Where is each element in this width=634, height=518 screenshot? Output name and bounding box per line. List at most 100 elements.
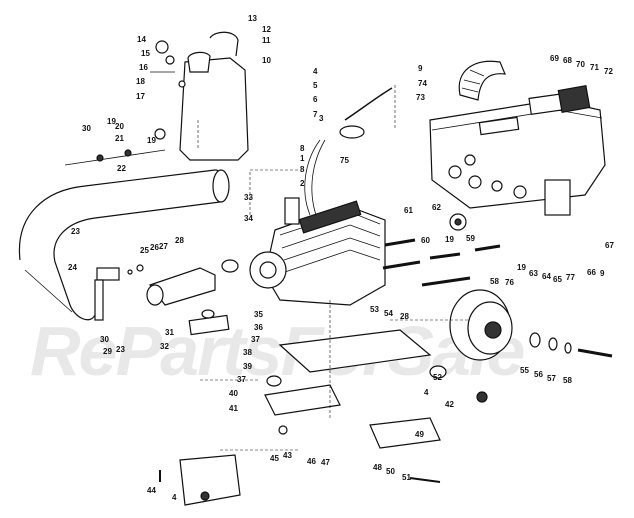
callout-29: 29 (103, 347, 112, 356)
callout-23: 23 (71, 227, 80, 236)
callout-56: 56 (534, 370, 543, 379)
callout-27: 27 (159, 242, 168, 251)
callout-63: 63 (529, 269, 538, 278)
callout-19: 19 (107, 117, 116, 126)
callout-14: 14 (137, 35, 146, 44)
callout-73: 73 (416, 93, 425, 102)
callout-10: 10 (262, 56, 271, 65)
callout-53: 53 (370, 305, 379, 314)
callout-67: 67 (605, 241, 614, 250)
air-box (429, 85, 606, 216)
callout-4: 4 (424, 388, 429, 397)
callout-68: 68 (563, 56, 572, 65)
callout-6: 6 (313, 95, 318, 104)
exhaust-pipe (18, 169, 230, 321)
callout-30: 30 (100, 335, 109, 344)
callout-77: 77 (566, 273, 575, 282)
callout-60: 60 (421, 236, 430, 245)
callout-62: 62 (432, 203, 441, 212)
callout-8: 8 (300, 144, 305, 153)
callout-4: 4 (172, 493, 177, 502)
callout-41: 41 (229, 404, 238, 413)
callout-61: 61 (404, 206, 413, 215)
callout-65: 65 (553, 275, 562, 284)
exhaust-manifold (127, 259, 239, 306)
callout-45: 45 (270, 454, 279, 463)
callout-25: 25 (140, 246, 149, 255)
callout-76: 76 (505, 278, 514, 287)
callout-13: 13 (248, 14, 257, 23)
callout-39: 39 (243, 362, 252, 371)
callout-70: 70 (576, 60, 585, 69)
callout-26: 26 (150, 243, 159, 252)
callout-69: 69 (550, 54, 559, 63)
callout-66: 66 (587, 268, 596, 277)
callout-72: 72 (604, 67, 613, 76)
callout-23: 23 (116, 345, 125, 354)
callout-22: 22 (117, 164, 126, 173)
callout-30: 30 (82, 124, 91, 133)
rods-middle (382, 213, 501, 287)
callout-11: 11 (262, 36, 271, 45)
callout-75: 75 (340, 156, 349, 165)
callout-17: 17 (136, 92, 145, 101)
callout-58: 58 (490, 277, 499, 286)
callout-9: 9 (418, 64, 423, 73)
callout-2: 2 (300, 179, 305, 188)
callout-34: 34 (244, 214, 253, 223)
callout-19: 19 (445, 235, 454, 244)
callout-57: 57 (547, 374, 556, 383)
callout-44: 44 (147, 486, 156, 495)
callout-18: 18 (136, 77, 145, 86)
callout-59: 59 (466, 234, 475, 243)
callout-74: 74 (418, 79, 427, 88)
hardware-bar-top (64, 128, 166, 166)
callout-5: 5 (313, 81, 318, 90)
callout-1: 1 (300, 154, 305, 163)
callout-37: 37 (237, 375, 246, 384)
callout-9: 9 (600, 269, 605, 278)
callout-16: 16 (139, 63, 148, 72)
callout-71: 71 (590, 63, 599, 72)
callout-64: 64 (542, 272, 551, 281)
callout-46: 46 (307, 457, 316, 466)
callout-42: 42 (445, 400, 454, 409)
callout-7: 7 (313, 110, 318, 119)
callout-15: 15 (141, 49, 150, 58)
callout-4: 4 (313, 67, 318, 76)
callout-43: 43 (283, 451, 292, 460)
callout-55: 55 (520, 366, 529, 375)
callout-40: 40 (229, 389, 238, 398)
callout-19: 19 (517, 263, 526, 272)
callout-38: 38 (243, 348, 252, 357)
callout-35: 35 (254, 310, 263, 319)
callout-19: 19 (147, 136, 156, 145)
callout-47: 47 (321, 458, 330, 467)
callout-12: 12 (262, 25, 271, 34)
callout-31: 31 (165, 328, 174, 337)
callout-36: 36 (254, 323, 263, 332)
callout-24: 24 (68, 263, 77, 272)
callout-33: 33 (244, 193, 253, 202)
callout-51: 51 (402, 473, 411, 482)
intake-hose (458, 60, 506, 101)
callout-49: 49 (415, 430, 424, 439)
callout-58: 58 (563, 376, 572, 385)
callout-37: 37 (251, 335, 260, 344)
callout-3: 3 (319, 114, 324, 123)
callout-54: 54 (384, 309, 393, 318)
callout-21: 21 (115, 134, 124, 143)
callout-20: 20 (115, 122, 124, 131)
engine (249, 87, 393, 306)
callout-52: 52 (433, 373, 442, 382)
clutch (449, 289, 613, 361)
mount-plate (159, 309, 488, 506)
assembly-guides (197, 85, 470, 451)
callout-28: 28 (400, 312, 409, 321)
oil-tank (150, 31, 249, 161)
callout-28: 28 (175, 236, 184, 245)
callout-48: 48 (373, 463, 382, 472)
callout-32: 32 (160, 342, 169, 351)
